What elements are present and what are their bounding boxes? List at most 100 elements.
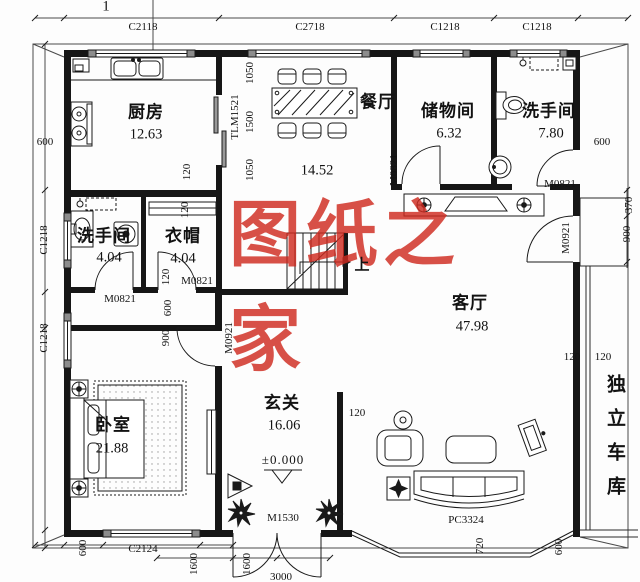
room-name: 厨房 (128, 102, 164, 122)
room-area: 21.88 (95, 440, 129, 457)
room-name: 衣帽 (165, 226, 201, 246)
nightstand-bottom (69, 478, 89, 498)
dim-label: 120 (181, 163, 193, 181)
window-c1218-left1 (63, 212, 72, 269)
window-label: C2124 (128, 543, 158, 555)
window-label: PC3324 (448, 514, 484, 526)
room-name: 洗手间 (77, 226, 131, 246)
door-cloak (157, 251, 197, 291)
dim-label: 1050 (244, 62, 256, 84)
dim-label: 3000 (270, 571, 292, 582)
window-label: C1218 (38, 323, 50, 353)
bathroom-left-fixtures (70, 197, 217, 248)
window-c2718 (247, 49, 371, 58)
eaves-outline (32, 43, 629, 549)
dim-label: 720 (474, 537, 486, 555)
window-c2124 (102, 529, 201, 538)
doors (94, 145, 574, 578)
dim-label: 1600 (241, 553, 253, 575)
room-area: 47.98 (455, 318, 489, 335)
kitchen-fixtures (70, 57, 216, 147)
kitchen-stove (70, 101, 93, 147)
door-label: TLM1521 (229, 94, 241, 140)
dimension-lines (31, 0, 632, 562)
dim-label: 600 (77, 539, 89, 557)
toilet (495, 91, 526, 120)
dim-label: 900 (621, 225, 633, 243)
stairs-up-label: 上 (354, 256, 370, 274)
room-area: 4.04 (96, 249, 122, 266)
dim-label: 120 (179, 201, 191, 219)
closet-shelf (148, 201, 217, 216)
door-main-entry (232, 532, 322, 578)
door-bath-top (536, 149, 574, 187)
window-label: C2118 (128, 21, 158, 33)
side-table (386, 476, 411, 501)
window-c1218-left2 (63, 312, 72, 369)
bed (69, 397, 145, 481)
window-c1218-b (509, 49, 568, 58)
dim-label: 120 (160, 268, 172, 286)
door-label: M0821 (388, 154, 400, 186)
stairs (286, 232, 352, 290)
door-label: M0821 (181, 275, 213, 287)
window-label: C1218 (430, 21, 460, 33)
room-area: 12.63 (129, 126, 163, 143)
vanity (70, 210, 94, 248)
window-label: C2718 (295, 21, 325, 33)
dim-label: 600 (593, 136, 611, 148)
room-label-garage: 独立车库 (604, 374, 625, 510)
living-room-furniture (376, 193, 547, 509)
window-c1218-a (412, 49, 471, 58)
washing-machine (113, 221, 139, 247)
room-name: 餐厅 (360, 92, 396, 112)
floor-lamp (393, 410, 413, 430)
window-label: C1218 (38, 225, 50, 255)
dim-label: 1050 (244, 159, 256, 181)
wardrobe (206, 409, 217, 475)
armchair (376, 429, 424, 467)
level-label: ±0.000 (261, 452, 305, 467)
door-bedroom (176, 327, 216, 367)
coffee-table (445, 435, 497, 464)
windows (63, 49, 574, 558)
bedroom-furniture (69, 379, 217, 498)
dim-label: 1500 (244, 111, 256, 133)
room-name: 玄关 (264, 393, 300, 413)
tv (517, 418, 547, 458)
room-area: 4.04 (170, 250, 196, 267)
sofa (413, 470, 525, 509)
dim-label: 600 (36, 136, 54, 148)
room-area: 16.06 (267, 417, 301, 434)
kitchen-corner-cabinet (72, 58, 90, 73)
room-name: 洗手间 (522, 101, 576, 121)
door-bath-left (94, 251, 134, 291)
room-name: 卧室 (95, 415, 131, 435)
dim-label: 370 (623, 196, 635, 214)
room-area: 6.32 (436, 125, 462, 142)
window-c2118 (87, 49, 196, 58)
dining-set (271, 68, 358, 139)
dim-label: 900 (160, 329, 172, 347)
dining-table (271, 87, 358, 119)
dim-label: 600 (162, 299, 174, 317)
door-label: M0921 (223, 322, 235, 354)
door-label: M0821 (104, 293, 136, 305)
window-label: C1218 (522, 21, 552, 33)
bay-window-pc3324 (351, 530, 574, 558)
room-area: 14.52 (300, 162, 334, 179)
dim-label: 120 (563, 351, 581, 363)
dim-label: 120 (348, 407, 366, 419)
nightstand-top (69, 379, 89, 399)
door-label: M1530 (267, 512, 299, 524)
door-side-entry (526, 215, 574, 263)
heater-icon (76, 197, 117, 211)
door-label: M0921 (560, 222, 572, 254)
axis-label: 1 (102, 0, 110, 15)
garage-walls (579, 197, 638, 538)
kitchen-sink (110, 57, 164, 80)
room-area: 7.80 (538, 125, 564, 142)
door-label: M0821 (544, 178, 576, 190)
